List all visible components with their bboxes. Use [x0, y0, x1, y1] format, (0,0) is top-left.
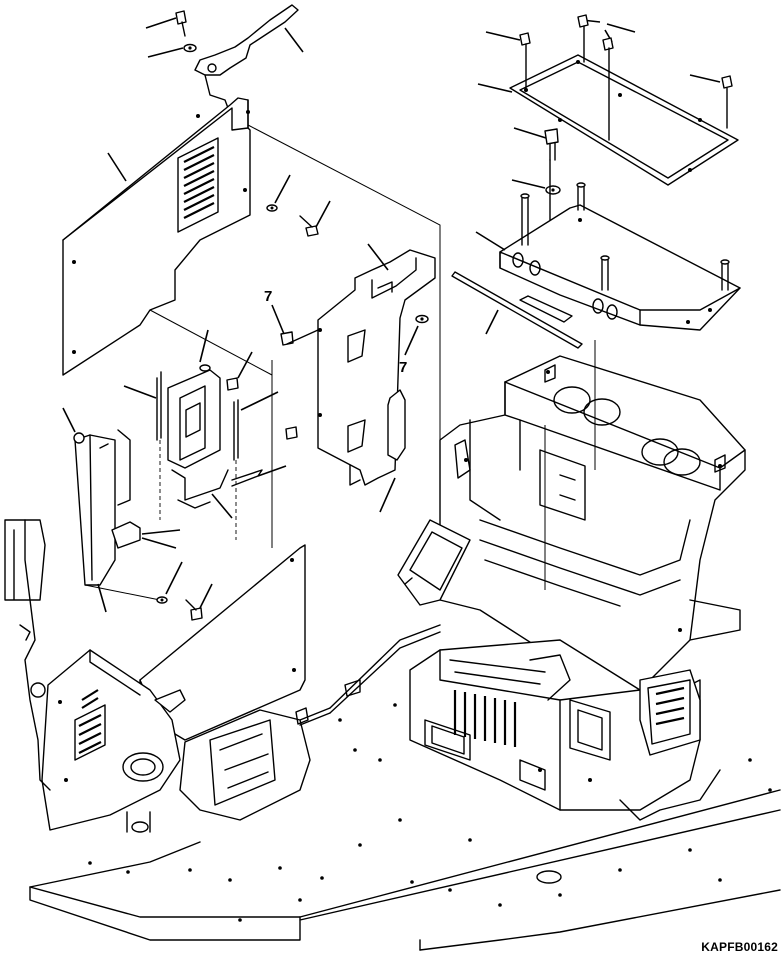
- drawing-code: KAPFB00162: [701, 940, 778, 954]
- seal-strip: [451, 271, 583, 349]
- long-bolt-washer: [511, 127, 561, 221]
- callout-7-lower: 7: [285, 314, 429, 440]
- top-right-base-plate: [475, 182, 741, 331]
- heater-grille: [453, 690, 517, 747]
- top-right-frame: [477, 54, 739, 186]
- louver-vents: [177, 137, 219, 233]
- left-back-panel: [62, 97, 441, 520]
- cab-frame: [397, 340, 746, 691]
- pipe-fitting: [154, 624, 441, 821]
- switch-bracket: [123, 329, 287, 540]
- bolt-group-top-left: [145, 10, 304, 58]
- left-duct-post: [62, 407, 181, 613]
- lower-cover-panel: [139, 360, 306, 741]
- left-heater-unit: [4, 519, 181, 831]
- bolts-panel-right: [266, 174, 331, 237]
- callout-7-upper: 7: [264, 288, 319, 346]
- center-mounting-bracket: [317, 243, 436, 513]
- heater-blower-unit: [409, 639, 721, 821]
- floor-plate: [29, 703, 781, 951]
- top-bracket: [194, 4, 299, 109]
- callout-7-label: 7: [264, 288, 272, 305]
- bolts-lower-left: [156, 561, 213, 621]
- bolts-top-right: [485, 14, 733, 141]
- callout-7-label: 7: [399, 359, 407, 376]
